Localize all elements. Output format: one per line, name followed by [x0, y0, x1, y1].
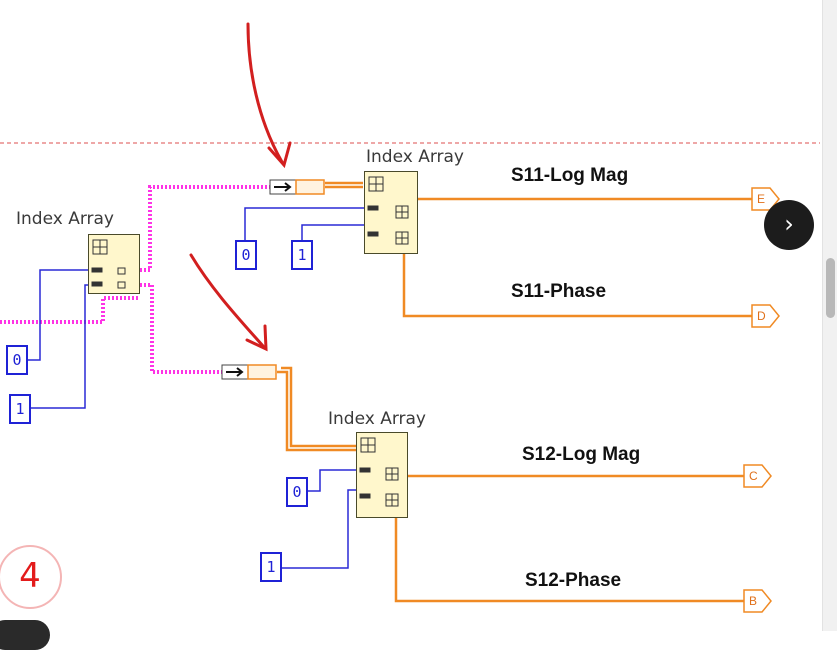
coercion-blocks — [221, 179, 325, 380]
indicator-terminals — [743, 187, 780, 613]
signal-label-s12-log-mag: S12-Log Mag — [522, 444, 641, 465]
step-number-badge: 4 — [0, 545, 62, 609]
block-diagram-canvas — [0, 22, 820, 613]
red-annotation-arrows — [189, 22, 292, 352]
signal-label-s11-log-mag: S11-Log Mag — [511, 165, 629, 186]
index-constant-1-left[interactable]: 1 — [9, 394, 31, 424]
index-constant-0-s12[interactable]: 0 — [286, 477, 308, 507]
index-constant-0-left[interactable]: 0 — [6, 345, 28, 375]
indicator-d — [751, 304, 780, 328]
pink-cluster-wires — [0, 185, 272, 374]
indicator-c-label[interactable]: C — [749, 469, 758, 483]
corner-overlay — [0, 620, 50, 650]
index-constant-1-s12[interactable]: 1 — [260, 552, 282, 582]
indicator-e-label[interactable]: E — [757, 192, 766, 206]
index-array-node-input[interactable] — [88, 234, 140, 294]
blue-index-wires — [27, 207, 364, 569]
next-button[interactable]: › — [764, 200, 814, 250]
signal-label-s12-phase: S12-Phase — [525, 570, 622, 591]
chevron-right-icon: › — [784, 210, 794, 238]
index-array-label-input: Index Array — [16, 209, 114, 229]
indicator-b-label[interactable]: B — [749, 594, 758, 608]
index-constant-1-s11[interactable]: 1 — [291, 240, 313, 270]
indicator-d-label[interactable]: D — [757, 309, 766, 323]
scrollbar-thumb[interactable] — [826, 258, 835, 318]
index-array-label-s12: Index Array — [328, 409, 426, 429]
signal-label-s11-phase: S11-Phase — [511, 281, 607, 302]
indicator-b — [743, 589, 772, 613]
index-array-node-s11[interactable] — [364, 171, 418, 254]
index-constant-0-s11[interactable]: 0 — [235, 240, 257, 270]
index-array-label-s11: Index Array — [366, 147, 464, 167]
indicator-c — [743, 464, 772, 488]
vertical-scrollbar[interactable] — [822, 0, 837, 631]
index-array-node-s12[interactable] — [356, 432, 408, 518]
orange-array-wires — [277, 181, 752, 603]
